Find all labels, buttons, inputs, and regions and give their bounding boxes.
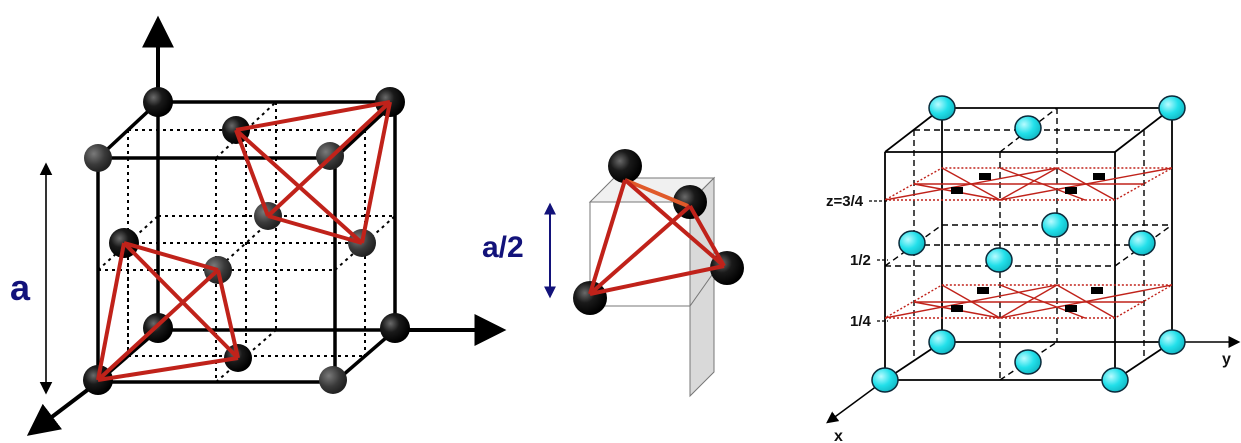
atom: [1158, 329, 1186, 355]
right-atoms: [871, 95, 1186, 393]
middle-tetrahedron-figure: a/2: [482, 149, 744, 398]
atom: [573, 281, 607, 315]
atom: [871, 367, 899, 393]
atom: [673, 185, 707, 219]
atom: [319, 366, 347, 394]
atom: [928, 329, 956, 355]
right-cube-figure: x y: [826, 95, 1241, 443]
atom: [380, 313, 410, 343]
level-label-half: 1/2: [850, 252, 871, 269]
atom: [1014, 115, 1042, 141]
left-x-axis: [26, 380, 100, 436]
atom: [928, 95, 956, 121]
plane-z-one-quarter: [882, 284, 1175, 319]
atom: [1158, 95, 1186, 121]
half-edge-label: a/2: [482, 231, 524, 264]
atom: [985, 247, 1013, 273]
atom: [1101, 367, 1129, 393]
left-cube-figure: a: [10, 15, 507, 436]
atom: [1014, 349, 1042, 375]
atom: [1128, 230, 1156, 256]
right-x-axis-label: x: [834, 428, 843, 443]
edge-length-label: a: [10, 267, 31, 308]
atom: [608, 149, 642, 183]
right-y-axis-label: y: [1222, 351, 1231, 368]
plane-z-one-quarter-sites: [951, 287, 1103, 312]
atom: [143, 87, 173, 117]
atom: [84, 144, 112, 172]
small-tetrahedron-edges: [588, 178, 726, 296]
atom: [1041, 212, 1069, 238]
level-label-three-quarters: z=3/4: [826, 193, 864, 210]
left-tetrahedra: [96, 100, 392, 382]
atom: [898, 230, 926, 256]
level-label-one-quarter: 1/4: [850, 313, 872, 330]
plane-z-three-quarters: [882, 167, 1175, 201]
plane-z-three-quarters-sites: [951, 173, 1105, 194]
